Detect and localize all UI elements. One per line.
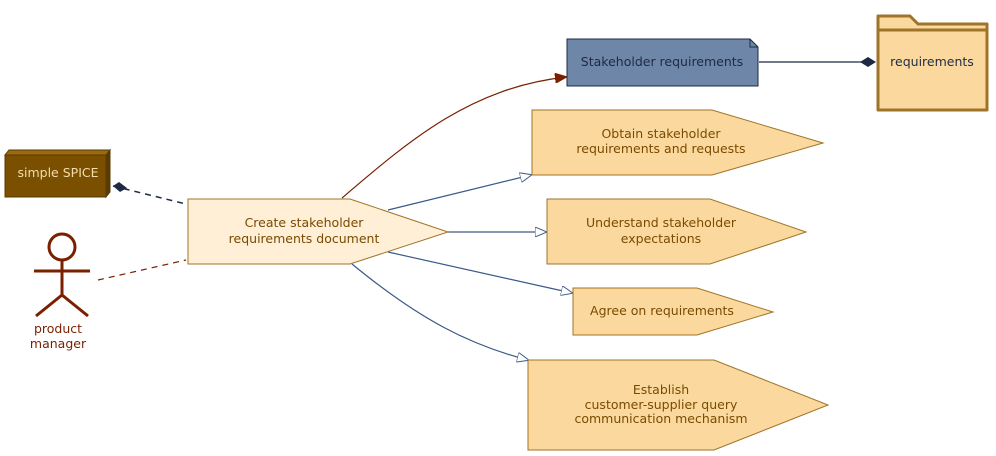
tool-label: simple SPICE xyxy=(17,165,98,180)
outcome-3-line1: Agree on requirements xyxy=(590,303,734,318)
outcome-4-line1: Establish xyxy=(633,382,689,397)
outcome-1-line1: Obtain stakeholder xyxy=(601,126,721,141)
actor-head xyxy=(47,232,77,262)
artifact-label: Stakeholder requirements xyxy=(581,54,743,69)
tool-simple-spice[interactable]: simple SPICE xyxy=(3,148,112,199)
outcome-understand-stakeholder-expectations[interactable]: Understand stakeholder expectations xyxy=(546,198,808,265)
actor-product-manager[interactable]: product manager xyxy=(30,232,90,351)
folder-requirements[interactable]: requirements xyxy=(876,14,989,112)
outcome-1-line2: requirements and requests xyxy=(576,141,745,156)
outcome-agree-on-requirements[interactable]: Agree on requirements xyxy=(572,287,775,336)
process-create-stakeholder-requirements[interactable]: Create stakeholder requirements document xyxy=(187,198,450,265)
outcome-2-line1: Understand stakeholder xyxy=(586,215,737,230)
connectors xyxy=(97,57,876,360)
link-process-to-outcome-1 xyxy=(387,175,531,211)
link-process-to-outcome-3 xyxy=(387,251,572,293)
link-process-to-artifact xyxy=(341,77,566,199)
outcome-4-line3: communication mechanism xyxy=(574,411,747,426)
actor-label-line1: product xyxy=(34,321,82,336)
outcome-establish-communication-mechanism[interactable]: Establish customer-supplier query commun… xyxy=(527,359,830,451)
tool-diamond-marker xyxy=(113,182,127,192)
process-label-line1: Create stakeholder xyxy=(245,215,365,230)
artifact-stakeholder-requirements[interactable]: Stakeholder requirements xyxy=(566,38,759,87)
actor-label-line2: manager xyxy=(30,336,87,351)
folder-label: requirements xyxy=(890,54,974,69)
outcome-4-line2: customer-supplier query xyxy=(585,397,738,412)
outcome-obtain-stakeholder-requirements[interactable]: Obtain stakeholder requirements and requ… xyxy=(531,109,825,176)
link-actor-to-process xyxy=(97,259,187,281)
link-process-to-outcome-4 xyxy=(351,263,528,360)
outcome-2-line2: expectations xyxy=(621,231,701,246)
process-label-line2: requirements document xyxy=(229,231,380,246)
folder-diamond-marker xyxy=(860,57,876,67)
